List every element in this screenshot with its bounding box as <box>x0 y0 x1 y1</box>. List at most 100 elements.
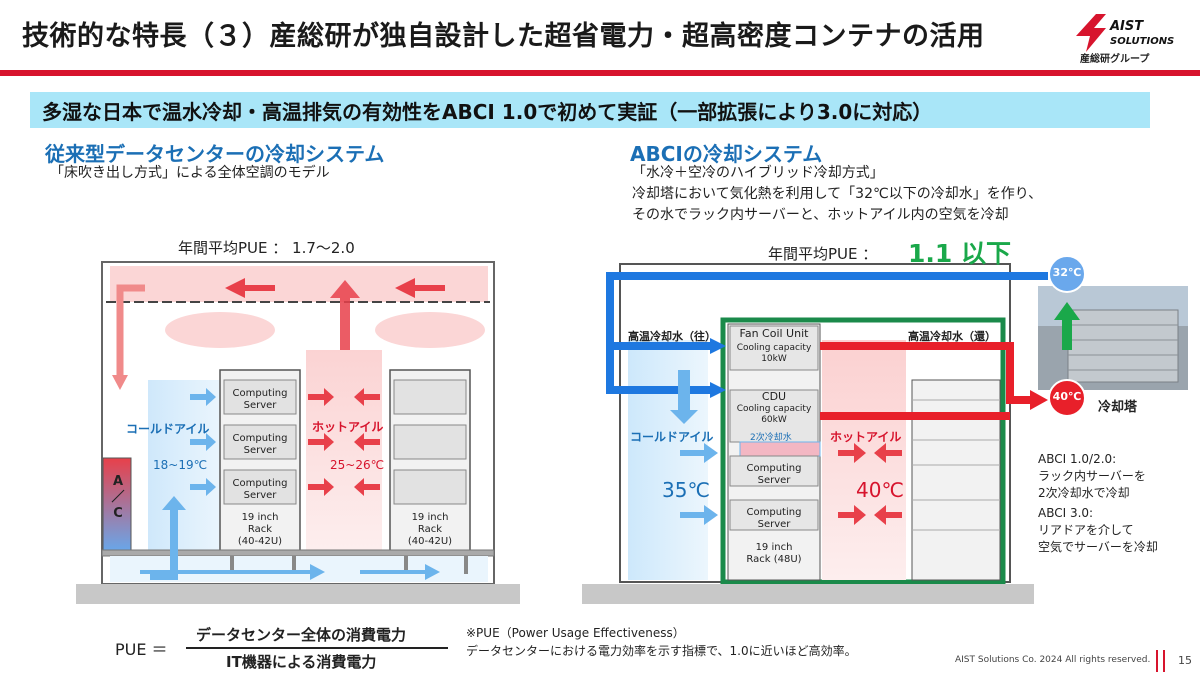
cold-aisle-zone <box>148 380 220 550</box>
cold-air-arrows <box>680 443 718 525</box>
server-box <box>223 469 297 505</box>
pue-note-2: データセンターにおける電力効率を示す指標で、1.0に近いほど高効率。 <box>466 644 857 658</box>
supply-temp-badge <box>1048 255 1086 293</box>
server-box <box>393 469 467 505</box>
header-divider <box>0 70 1200 76</box>
fcu-air-arrow <box>670 370 698 424</box>
server-label: Computing Server <box>232 433 288 456</box>
banner-text: 多湿な日本で温水冷却・高温排気の有効性をABCI 1.0で初めて実証（一部拡張に… <box>42 100 933 124</box>
return-duct <box>116 284 145 375</box>
logo-subtitle: 産総研グループ <box>1080 54 1150 65</box>
right-pue-value: 1.1 以下 <box>908 239 1011 268</box>
fraction-bar <box>186 647 448 649</box>
footer-divider <box>1163 650 1165 672</box>
server-box <box>223 424 297 460</box>
raised-floor <box>101 549 495 557</box>
right-cold-aisle-label: コールドアイル <box>630 430 714 444</box>
server-label: Computing Server <box>232 388 288 411</box>
note-abci3-line2: 空気でサーバーを冷却 <box>1038 540 1158 554</box>
hot-air-arrows <box>838 443 902 525</box>
page-number: 15 <box>1178 654 1192 667</box>
ac-label: A ／ C <box>111 474 125 521</box>
tower-louvers <box>1068 324 1178 371</box>
ground <box>76 584 520 604</box>
banner <box>30 92 1150 128</box>
note-abci3-title: ABCI 3.0: <box>1038 506 1094 520</box>
fan-coil-unit <box>729 325 819 371</box>
svg-text:SOLUTIONS: SOLUTIONS <box>1110 36 1174 47</box>
fcu-title: Fan Coil Unit <box>739 327 809 340</box>
note-abci3-line1: リアドアを介して <box>1038 523 1134 537</box>
server-box <box>223 379 297 415</box>
left-cold-aisle-label: コールドアイル <box>126 422 210 436</box>
green-rack-frame <box>720 317 1006 585</box>
underfloor-arrow <box>360 564 440 580</box>
pue-note-1: ※PUE（Power Usage Effectiveness） <box>466 626 685 640</box>
server-box <box>729 499 819 531</box>
left-desc: 「床吹き出し方式」による全体空調のモデル <box>50 165 330 181</box>
note-abci12-line2: 2次冷却水で冷却 <box>1038 486 1130 500</box>
hot-air-cloud <box>165 312 275 348</box>
return-arrowhead <box>1030 390 1048 410</box>
fcu-supply <box>606 330 710 350</box>
abci-cooling-diagram <box>582 255 1188 604</box>
water-out-label: 高温冷却水（往） <box>628 330 716 343</box>
floor-outlet-arrow <box>150 496 186 580</box>
tower-exhaust-arrow <box>1054 302 1080 350</box>
cdu-title: CDU <box>761 390 787 403</box>
supply-temp: 32℃ <box>1052 266 1082 279</box>
right-desc-3: その水でラック内サーバーと、ホットアイル内の空気を冷却 <box>632 207 1009 223</box>
left-hot-temp: 25~26℃ <box>330 458 385 472</box>
cooling-water-return <box>820 342 1030 404</box>
fcu-arrowhead <box>710 338 726 354</box>
note-abci12-line1: ラック内サーバーを <box>1038 469 1146 483</box>
right-hot-aisle-label: ホットアイル <box>830 430 902 444</box>
secondary-water-line <box>739 441 821 457</box>
pue-formula-lhs: PUE ＝ <box>115 640 168 659</box>
left-cold-temp: 18~19℃ <box>153 458 208 472</box>
rack-2-label: 19 inch Rack (40-42U) <box>407 512 453 547</box>
footer-divider <box>1156 650 1158 672</box>
server-label: Computing Server <box>232 478 288 501</box>
rack-1-label: 19 inch Rack (40-42U) <box>237 512 283 547</box>
page-title: 技術的な特長（３）産総研が独自設計した超省電力・超高密度コンテナの活用 <box>22 21 985 52</box>
left-heading: 従来型データセンターの冷却システム <box>45 142 385 166</box>
cold-aisle-zone <box>628 340 708 580</box>
return-temp: 40℃ <box>1052 390 1082 403</box>
cooling-tower <box>1067 309 1179 383</box>
right-hot-temp: 40℃ <box>856 478 904 502</box>
hot-aisle-zone <box>822 340 906 580</box>
secondary-water-label: 2次冷却水 <box>750 433 792 443</box>
right-pue-label: 年間平均PUE ： <box>768 245 878 263</box>
ac-unit <box>102 457 132 551</box>
ceiling-left-arrow <box>395 278 445 298</box>
pue-numerator: データセンター全体の消費電力 <box>196 626 407 644</box>
pue-denominator: IT機器による消費電力 <box>226 653 377 671</box>
ceiling-hot-air <box>110 266 488 302</box>
cold-air-arrows <box>190 388 216 496</box>
server-box <box>393 379 467 415</box>
copyright: AIST Solutions Co. 2024 All rights reser… <box>955 655 1151 665</box>
hot-air-arrows <box>308 388 380 496</box>
left-pue-label: 年間平均PUE ： 1.7〜2.0 <box>178 239 355 257</box>
cooling-tower-label: 冷却塔 <box>1098 400 1138 415</box>
return-duct-arrowhead <box>112 375 128 390</box>
hot-air-up-arrow <box>330 280 360 350</box>
supply-arrowhead <box>710 382 726 398</box>
cdu-capacity: Cooling capacity 60kW <box>736 404 812 425</box>
right-heading: ABCIの冷却システム <box>630 142 823 166</box>
server-label: Computing Server <box>746 463 802 486</box>
conventional-cooling-diagram <box>76 261 520 604</box>
hot-aisle-zone <box>306 350 382 550</box>
server-label: Computing Server <box>746 507 802 530</box>
right-desc-2: 冷却塔において気化熱を利用して「32℃以下の冷却水」を作り、 <box>632 186 1043 202</box>
hot-air-cloud <box>375 312 485 348</box>
aist-logo: AIST SOLUTIONS <box>1076 14 1174 52</box>
note-abci12-title: ABCI 1.0/2.0: <box>1038 452 1117 466</box>
right-cold-temp: 35℃ <box>662 478 710 502</box>
water-back-label: 高温冷却水（還） <box>908 330 996 343</box>
server-box <box>393 424 467 460</box>
return-temp-badge <box>1048 379 1086 417</box>
floor-supports <box>230 556 468 574</box>
rack-secondary <box>911 379 1001 581</box>
